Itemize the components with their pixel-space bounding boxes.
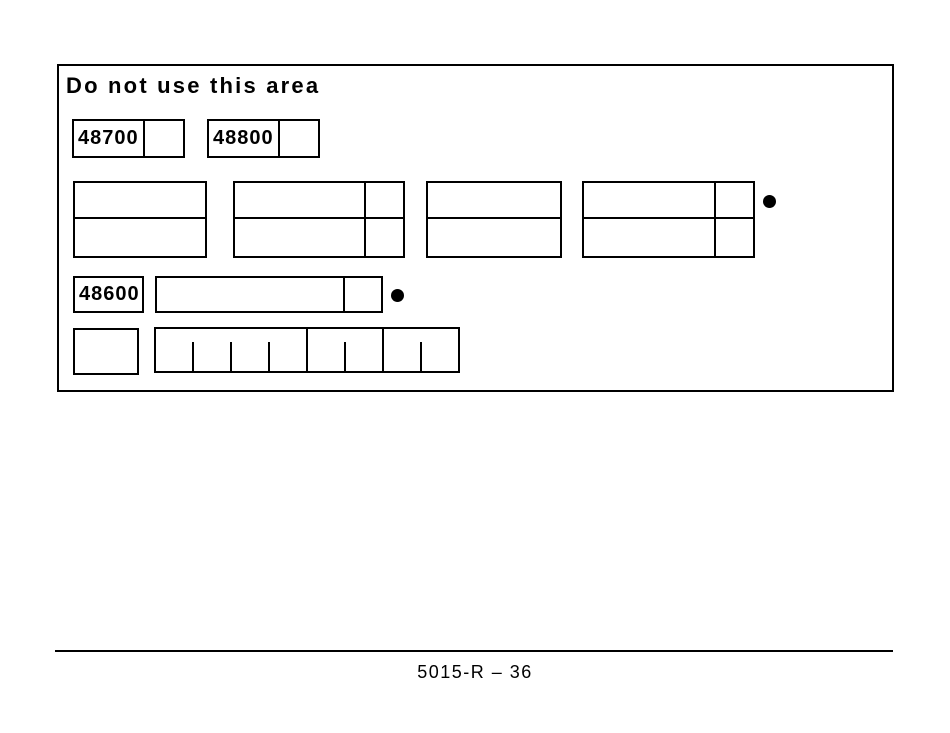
- office-use-box-1: [73, 181, 207, 258]
- office-use-cell[interactable]: [428, 219, 560, 256]
- comb-cell[interactable]: [384, 329, 420, 371]
- office-use-cell[interactable]: [75, 219, 205, 256]
- office-use-cell[interactable]: [75, 183, 205, 217]
- keying-box-48800: 48800: [207, 119, 320, 158]
- comb-tick-divider: [192, 342, 194, 371]
- comb-cell[interactable]: [156, 329, 192, 371]
- office-use-cell[interactable]: [235, 219, 366, 256]
- amount-cents-cell[interactable]: [345, 278, 381, 311]
- footer-page-ref: 5015-R – 36: [417, 662, 533, 682]
- comb-cell[interactable]: [194, 329, 230, 371]
- office-use-small-box[interactable]: [73, 328, 139, 375]
- comb-cell[interactable]: [232, 329, 268, 371]
- office-use-cell[interactable]: [428, 183, 560, 217]
- comb-cell[interactable]: [346, 329, 382, 371]
- comb-tick-divider: [230, 342, 232, 371]
- office-use-cell[interactable]: [235, 183, 366, 217]
- comb-tick-divider: [344, 342, 346, 371]
- keying-code-label: 48600: [79, 283, 140, 305]
- keying-box-48600: 48600: [73, 276, 144, 313]
- keying-box-48700: 48700: [72, 119, 185, 158]
- office-use-box-2: [233, 181, 405, 258]
- do-not-use-area-box: Do not use this area 48700 48800: [57, 64, 894, 392]
- amount-entry-box: [155, 276, 383, 313]
- office-use-cell[interactable]: [366, 219, 403, 256]
- office-use-box-3: [426, 181, 562, 258]
- office-use-cell[interactable]: [584, 183, 716, 217]
- bullet-dot-icon: [763, 195, 776, 208]
- office-use-cell[interactable]: [366, 183, 403, 217]
- comb-cell[interactable]: [308, 329, 344, 371]
- comb-tick-divider: [268, 342, 270, 371]
- bullet-dot-icon: [391, 289, 404, 302]
- date-comb-field: [154, 327, 460, 373]
- comb-group-divider: [306, 329, 308, 371]
- keying-entry-cell[interactable]: [145, 121, 183, 156]
- office-use-cell[interactable]: [716, 183, 753, 217]
- footer-rule: [55, 650, 893, 652]
- comb-tick-divider: [420, 342, 422, 371]
- comb-cell[interactable]: [270, 329, 306, 371]
- office-use-box-4: [582, 181, 755, 258]
- office-use-cell[interactable]: [584, 219, 716, 256]
- comb-cell[interactable]: [422, 329, 458, 371]
- office-use-cell[interactable]: [716, 219, 753, 256]
- comb-group-divider: [382, 329, 384, 371]
- do-not-use-title: Do not use this area: [66, 73, 321, 98]
- amount-entry-cell[interactable]: [157, 278, 345, 311]
- keying-entry-cell[interactable]: [280, 121, 318, 156]
- keying-code-label: 48800: [209, 121, 280, 156]
- keying-code-label: 48700: [74, 121, 145, 156]
